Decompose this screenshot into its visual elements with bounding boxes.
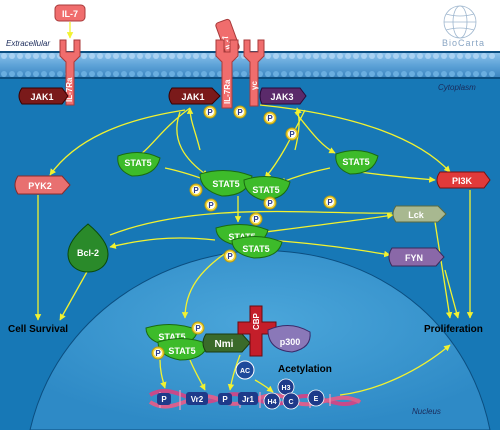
lck-label: Lck xyxy=(408,210,425,220)
phospho-10: P xyxy=(223,249,237,263)
phospho-2: P xyxy=(233,105,247,119)
lck[interactable]: Lck xyxy=(392,205,447,223)
histones[interactable]: H3 H4 C E xyxy=(263,378,325,410)
svg-text:P: P xyxy=(327,198,333,207)
biocarta-logo: BioCarta xyxy=(442,5,485,48)
jak3-label: JAK3 xyxy=(270,92,293,102)
proliferation-label: Proliferation xyxy=(424,324,483,335)
cell-survival-label: Cell Survival xyxy=(8,324,68,335)
phospho-8: P xyxy=(323,195,337,209)
stat5-top2-label: STAT5 xyxy=(252,185,279,195)
fyn[interactable]: FYN xyxy=(388,247,445,267)
signal-arrows xyxy=(34,22,474,396)
phospho-7: P xyxy=(263,196,277,210)
cbp[interactable]: CBP xyxy=(237,305,277,357)
phospho-4: P xyxy=(285,127,299,141)
stat5-right[interactable]: STAT5 xyxy=(335,150,379,175)
dna-vr2-label: Vr2 xyxy=(191,395,204,404)
ac-node[interactable]: AC xyxy=(235,360,255,380)
dna-elements: P Vr2 P Jr1 xyxy=(157,392,258,405)
h3-label: H3 xyxy=(282,385,291,392)
dna-p1-label: P xyxy=(161,395,167,404)
phospho-11: P xyxy=(191,321,205,335)
il7ra-left-label: IL-7Ra xyxy=(65,77,74,102)
svg-text:P: P xyxy=(227,252,233,261)
gamma-chain-label: γc xyxy=(250,81,259,90)
jak1-left[interactable]: JAK1 xyxy=(18,87,69,105)
p300[interactable]: p300 xyxy=(267,325,311,353)
il7-ligand-label: IL-7 xyxy=(62,9,78,19)
c-label: C xyxy=(288,399,293,406)
logo-text: BioCarta xyxy=(442,38,485,48)
stat5-nuclear-top-label: STAT5 xyxy=(158,332,185,342)
stat5-nuclear-bottom-label: STAT5 xyxy=(168,346,195,356)
il7-receptor-left[interactable]: IL-7 IL-7Ra xyxy=(54,4,86,106)
jak1-right[interactable]: JAK1 xyxy=(168,87,221,105)
svg-text:P: P xyxy=(193,186,199,195)
phospho-6: P xyxy=(204,198,218,212)
extracellular-label: Extracellular xyxy=(6,39,50,48)
bcl2[interactable]: Bcl-2 xyxy=(67,223,109,273)
phospho-9: P xyxy=(249,212,263,226)
stat5-pair-top[interactable]: STAT5 STAT5 xyxy=(199,170,291,201)
acetylation-label: Acetylation xyxy=(278,364,332,375)
svg-text:P: P xyxy=(237,108,243,117)
stat5-left-label: STAT5 xyxy=(124,158,151,168)
svg-text:P: P xyxy=(208,201,214,210)
cbp-label: CBP xyxy=(252,312,261,330)
stat5-left[interactable]: STAT5 xyxy=(117,152,161,177)
il7-receptor-complex[interactable]: IL-7 IL-7Ra γc xyxy=(215,18,265,109)
phosphate-markers: P P P P P P P P P P P P xyxy=(151,105,337,360)
stat5-dimer-bottom-label: STAT5 xyxy=(242,244,269,254)
h4-label: H4 xyxy=(268,399,277,406)
il7ra-right-label: IL-7Ra xyxy=(223,79,232,104)
stat5-dimer[interactable]: STAT5 STAT5 xyxy=(215,224,283,259)
svg-text:P: P xyxy=(155,349,161,358)
phospho-5: P xyxy=(189,183,203,197)
pyk2-label: PYK2 xyxy=(28,181,52,191)
svg-text:P: P xyxy=(289,130,295,139)
pyk2[interactable]: PYK2 xyxy=(14,175,71,195)
pi3k-label: PI3K xyxy=(452,176,473,186)
fyn-label: FYN xyxy=(405,253,423,263)
cytoplasm-label: Cytoplasm xyxy=(438,83,476,92)
pi3k[interactable]: PI3K xyxy=(436,171,491,189)
svg-text:P: P xyxy=(195,324,201,333)
bcl2-label: Bcl-2 xyxy=(77,248,99,258)
ac-label: AC xyxy=(240,368,250,375)
svg-text:P: P xyxy=(267,199,273,208)
nucleus-label: Nucleus xyxy=(412,407,441,416)
phospho-12: P xyxy=(151,346,165,360)
jak1-label: JAK1 xyxy=(181,92,204,102)
e-label: E xyxy=(314,396,319,403)
svg-text:P: P xyxy=(267,114,273,123)
svg-text:P: P xyxy=(207,108,213,117)
p300-label: p300 xyxy=(280,337,301,347)
phospho-3: P xyxy=(263,111,277,125)
cell-membrane xyxy=(0,51,500,79)
nmi[interactable]: Nmi xyxy=(202,333,251,353)
stat5-top-label: STAT5 xyxy=(212,179,239,189)
dna-p2-label: P xyxy=(222,395,228,404)
stat5-dimer-top-label: STAT5 xyxy=(228,232,255,242)
dna-jr1-label: Jr1 xyxy=(242,395,255,404)
phospho-1: P xyxy=(203,105,217,119)
jak3[interactable]: JAK3 xyxy=(259,87,307,105)
nmi-label: Nmi xyxy=(215,339,234,350)
stat5-right-label: STAT5 xyxy=(342,157,369,167)
stat5-nuclear[interactable]: STAT5 STAT5 xyxy=(145,324,209,361)
svg-text:P: P xyxy=(253,215,259,224)
jak1-left-label: JAK1 xyxy=(30,92,53,102)
